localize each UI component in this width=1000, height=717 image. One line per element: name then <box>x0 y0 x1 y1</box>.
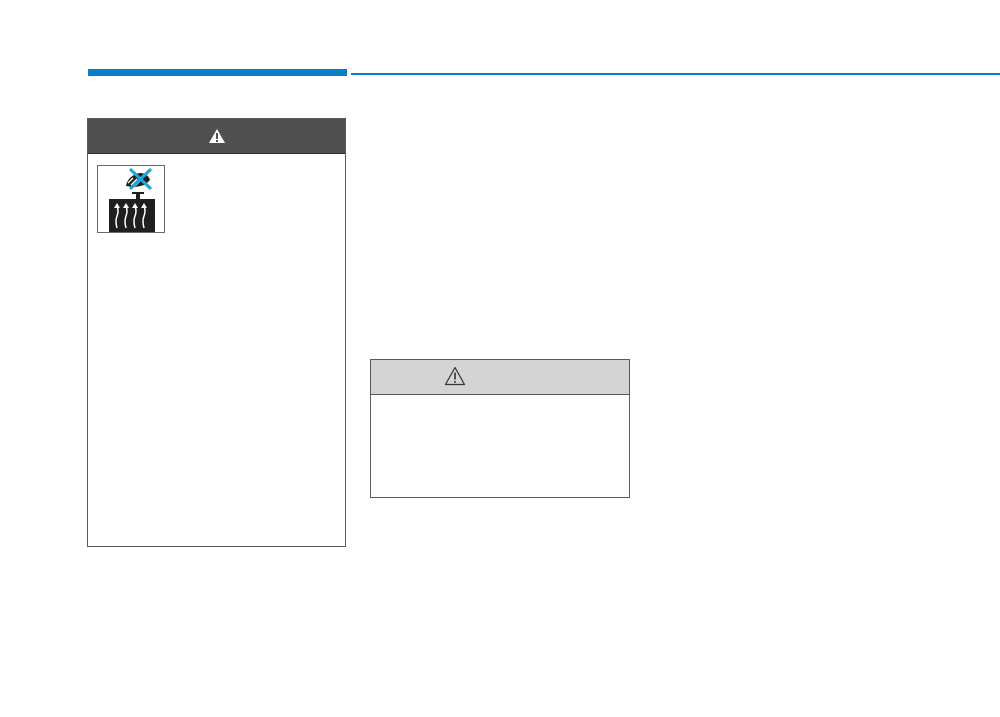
caution-header <box>371 360 629 395</box>
radiator-cap-symbol <box>97 165 165 233</box>
warning-box <box>87 118 346 547</box>
warning-header <box>88 119 345 154</box>
section-rule-thin <box>351 73 1000 75</box>
no-hand-hot-radiator-icon <box>98 166 164 232</box>
section-rule-thick <box>88 69 347 76</box>
caution-box <box>370 359 630 498</box>
warning-triangle-icon <box>208 128 226 144</box>
